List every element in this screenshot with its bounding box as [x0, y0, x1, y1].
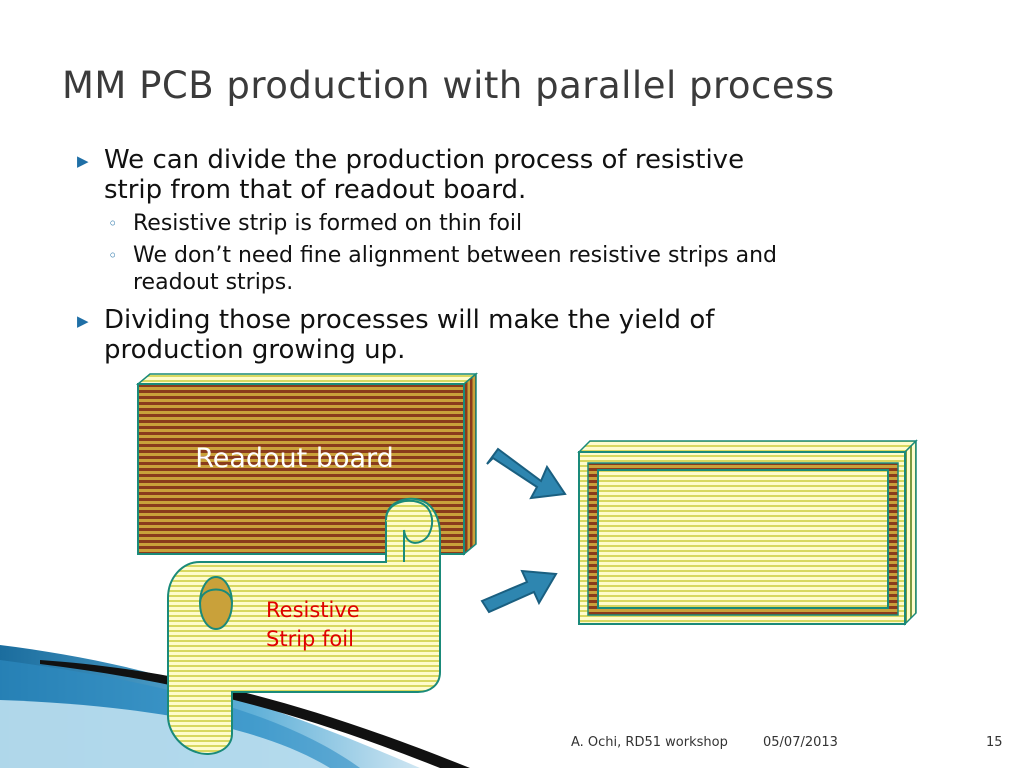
- bullet-marker-icon: ▶: [77, 152, 89, 170]
- footer-author: A. Ochi, RD51 workshop: [571, 735, 728, 750]
- bullet-1-line-2: strip from that of readout board.: [104, 175, 527, 205]
- slide-title: MM PCB production with parallel process: [62, 64, 835, 107]
- sub-bullet-2-line-2: readout strips.: [133, 270, 294, 295]
- readout-board-label: Readout board: [195, 443, 394, 474]
- bullet-2-line-2: production growing up.: [104, 335, 406, 365]
- bullet-2-line-1: Dividing those processes will make the y…: [104, 305, 715, 335]
- bullet-1-line-1: We can divide the production process of …: [104, 145, 745, 175]
- bullet-marker-icon: ▶: [77, 312, 89, 330]
- sub-bullet-marker-icon: ◦: [108, 246, 118, 265]
- bullet-2: ▶ Dividing those processes will make the…: [77, 305, 924, 365]
- combined-board: [577, 439, 918, 626]
- footer-date: 05/07/2013: [763, 735, 838, 750]
- resistive-foil-label-line-2: Strip foil: [266, 627, 354, 651]
- arrow-foil-to-combined: [480, 569, 558, 614]
- sub-bullet-1-line-1: Resistive strip is formed on thin foil: [133, 211, 523, 236]
- sub-bullet-2: ◦ We don’t need fine alignment between r…: [108, 242, 953, 296]
- sub-bullet-2-line-1: We don’t need fine alignment between res…: [133, 243, 778, 268]
- sub-bullet-marker-icon: ◦: [108, 214, 118, 233]
- footer-page-number: 15: [986, 735, 1003, 750]
- resistive-foil-label-line-1: Resistive: [266, 598, 360, 622]
- arrow-readout-to-combined: [486, 447, 567, 500]
- resistive-foil-scroll: [167, 498, 441, 755]
- sub-bullet-1: ◦ Resistive strip is formed on thin foil: [108, 210, 953, 237]
- resistive-foil-label: Resistive Strip foil: [266, 596, 360, 654]
- bullet-1: ▶ We can divide the production process o…: [77, 145, 924, 205]
